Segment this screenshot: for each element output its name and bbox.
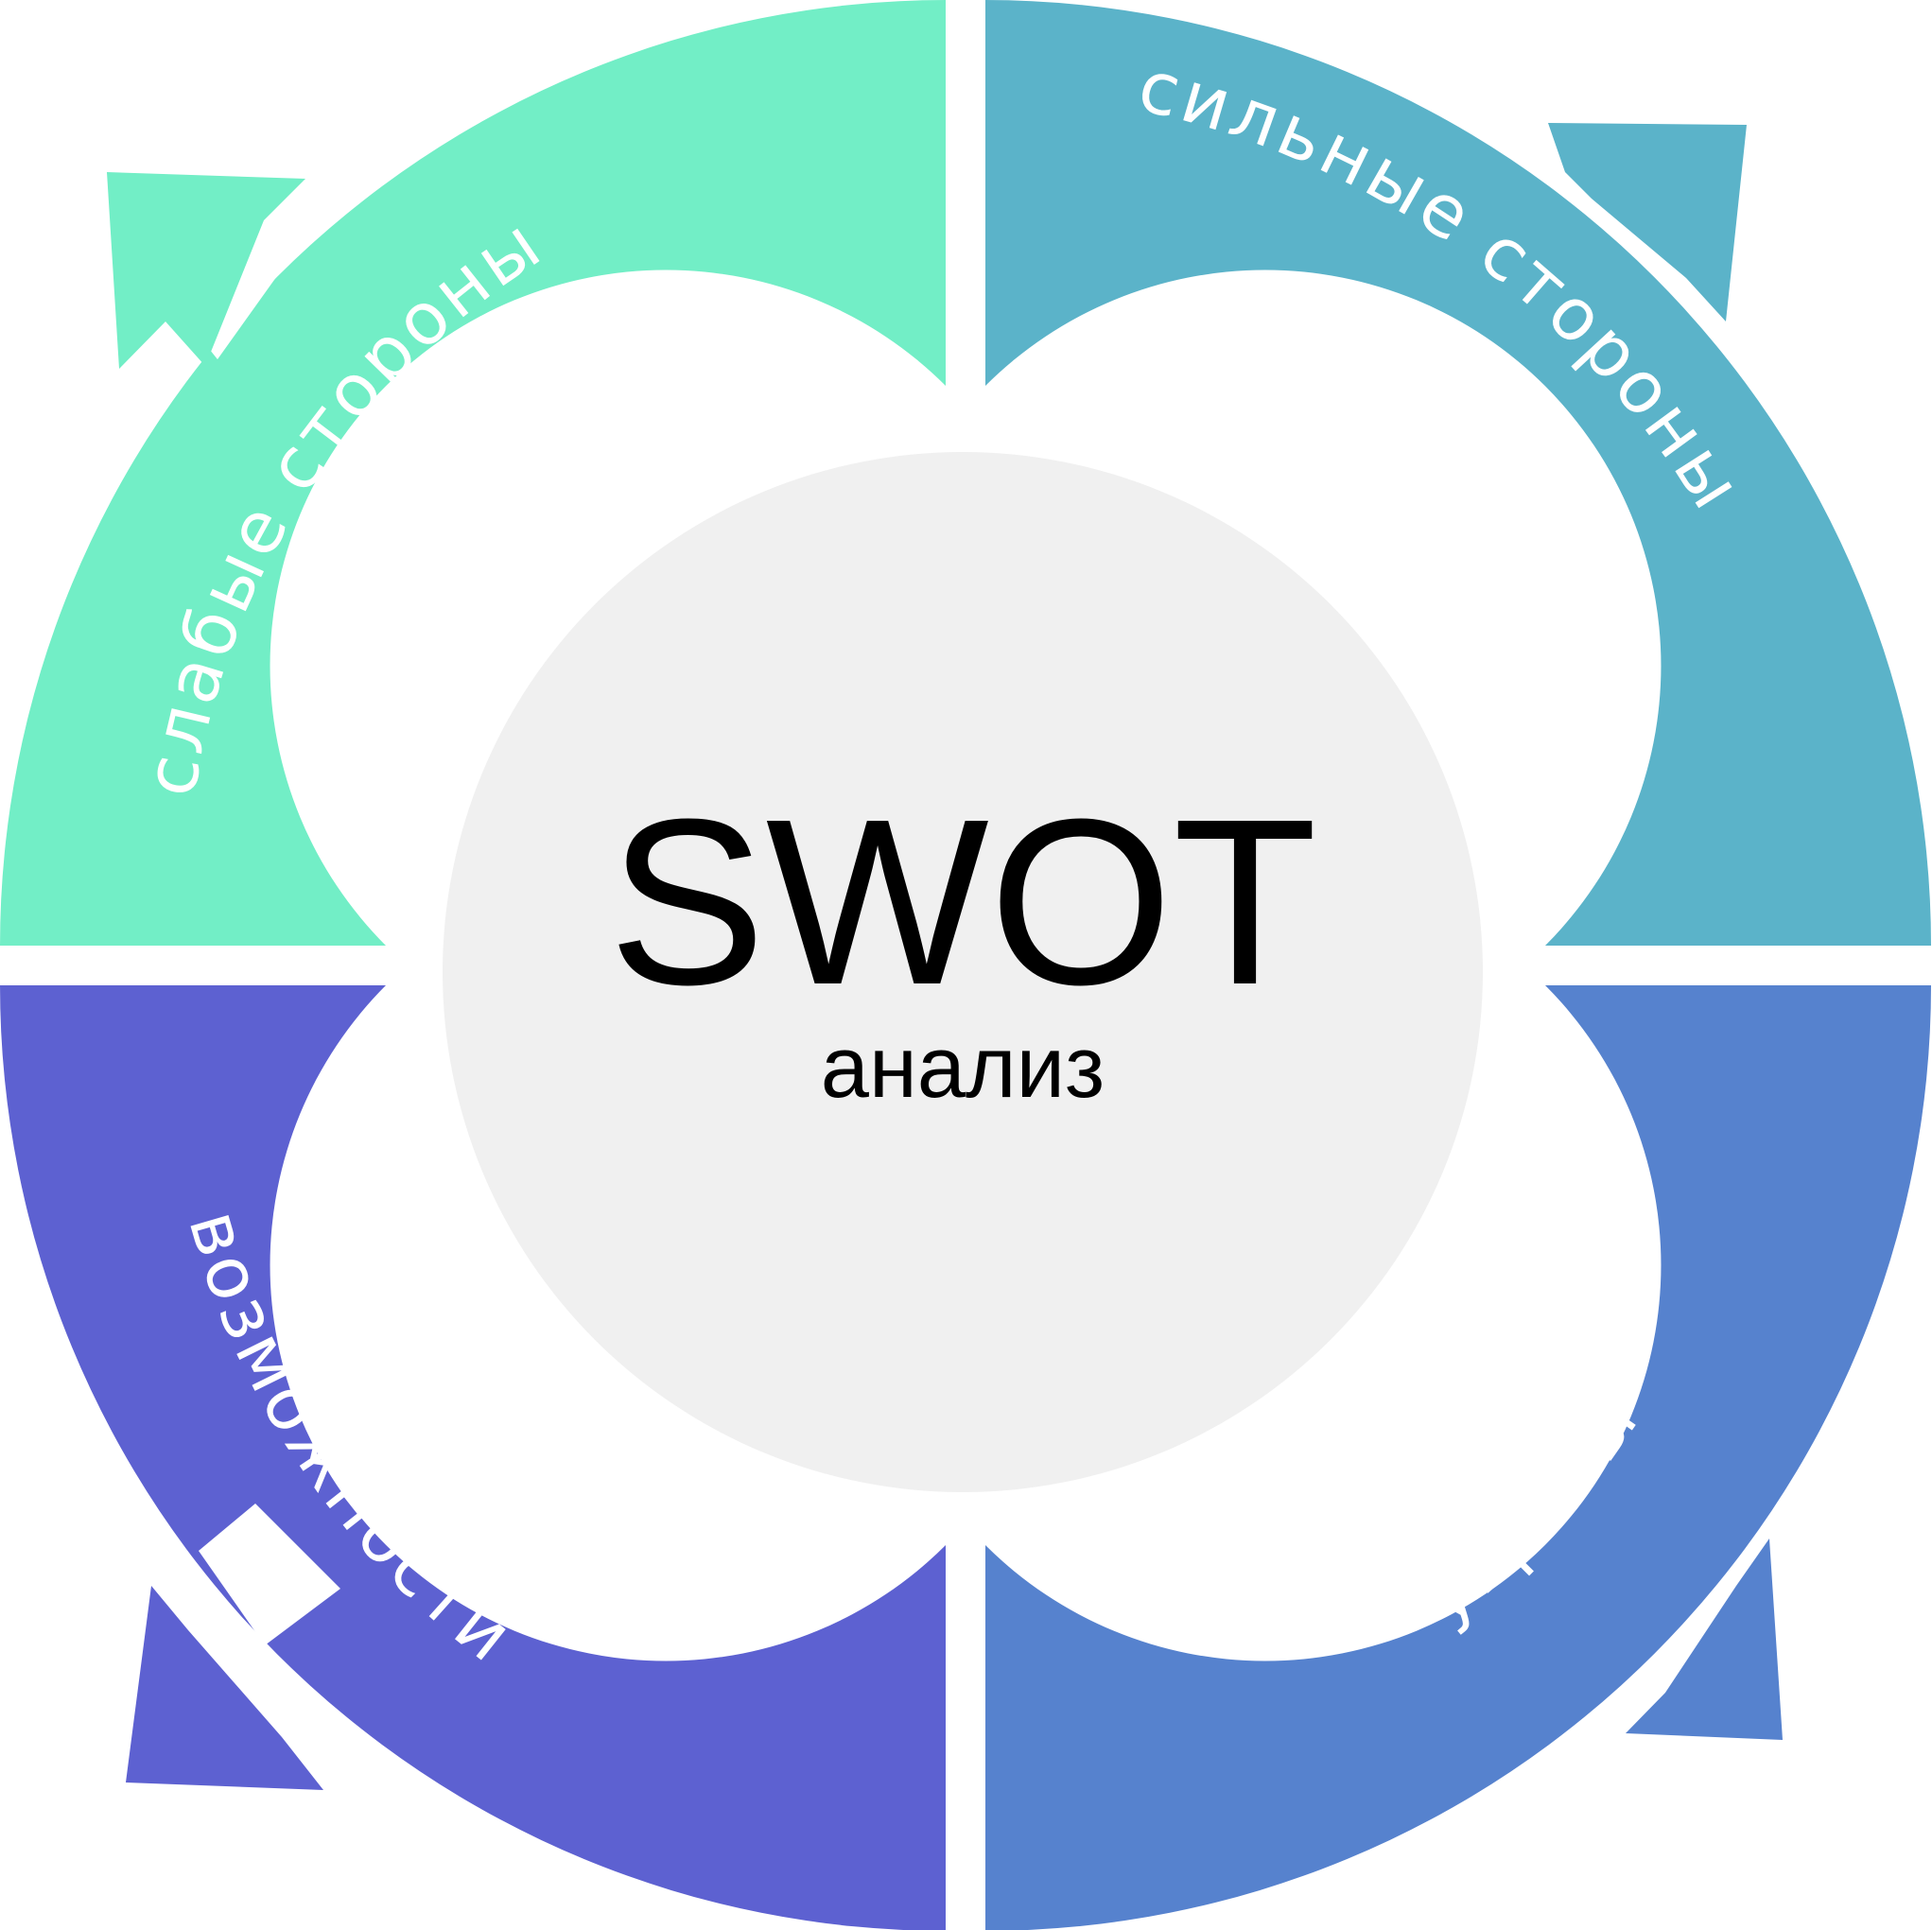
strengths-segment xyxy=(985,0,1931,946)
gap-bottom-left xyxy=(199,1504,340,1645)
center-title: SWOT xyxy=(608,770,1317,1034)
center-subtitle: анализ xyxy=(821,1019,1105,1116)
weaknesses-segment xyxy=(0,0,946,946)
center-circle xyxy=(443,452,1483,1492)
threats-segment xyxy=(985,985,1931,1930)
arrow-head-threats xyxy=(1626,1539,1783,1740)
arrow-head-weaknesses xyxy=(107,172,305,369)
arrow-head-opportunities xyxy=(126,1586,323,1790)
arrow-head-strengths xyxy=(1548,123,1747,322)
opportunities-segment xyxy=(0,985,946,1930)
